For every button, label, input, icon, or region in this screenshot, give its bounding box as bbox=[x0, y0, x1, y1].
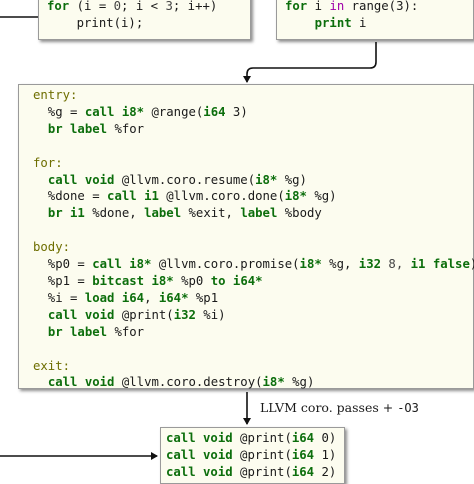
ir-label-exit: exit: bbox=[33, 358, 71, 373]
output-line: call void @print(i64 2) bbox=[166, 465, 337, 479]
ir-label-body: body: bbox=[33, 240, 71, 255]
ir-blank-line bbox=[33, 138, 459, 155]
ir-line: br i1 %done, label %exit, label %body bbox=[47, 206, 322, 221]
c-code-line-1: for (i = 0; i < 3; i++) bbox=[47, 0, 218, 13]
ir-line: br label %for bbox=[47, 324, 145, 339]
llvm-ir-box: entry: %g = call i8* @range(i64 3) br la… bbox=[18, 84, 474, 389]
ir-label-for: for: bbox=[33, 155, 63, 170]
ir-blank-line bbox=[33, 341, 459, 358]
c-code-line-2: print(i); bbox=[47, 16, 144, 30]
python-code-box: for i in range(3): print i bbox=[276, 0, 474, 40]
ir-line: %done = call i1 @llvm.coro.done(i8* %g) bbox=[33, 189, 337, 204]
ir-line: call void @llvm.coro.resume(i8* %g) bbox=[47, 172, 307, 187]
optimized-output-box: call void @print(i64 0) call void @print… bbox=[160, 427, 345, 484]
output-line: call void @print(i64 0) bbox=[166, 431, 337, 445]
python-code-line-2: print i bbox=[314, 16, 367, 30]
python-code-line-1: for i in range(3): bbox=[285, 0, 419, 13]
ir-line: call void @print(i32 %i) bbox=[47, 307, 226, 322]
ir-line: call void @llvm.coro.destroy(i8* %g) bbox=[47, 375, 315, 390]
c-code-box: for (i = 0; i < 3; i++) print(i); bbox=[38, 0, 251, 40]
ir-blank-line bbox=[33, 222, 459, 239]
python-to-ir-arrow bbox=[243, 42, 377, 83]
ir-line: %i = load i64, i64* %p1 bbox=[33, 290, 219, 305]
output-line: call void @print(i64 1) bbox=[166, 448, 337, 462]
passes-label: LLVM coro. passes + -O3 bbox=[260, 400, 419, 415]
ir-line: %g = call i8* @range(i64 3) bbox=[33, 104, 248, 119]
ir-line: %p0 = call i8* @llvm.coro.promise(i8* %g… bbox=[33, 257, 474, 272]
ir-label-entry: entry: bbox=[33, 88, 78, 102]
ir-line: br label %for bbox=[47, 121, 145, 136]
ir-line: %p1 = bitcast i8* %p0 to i64* bbox=[33, 274, 263, 289]
